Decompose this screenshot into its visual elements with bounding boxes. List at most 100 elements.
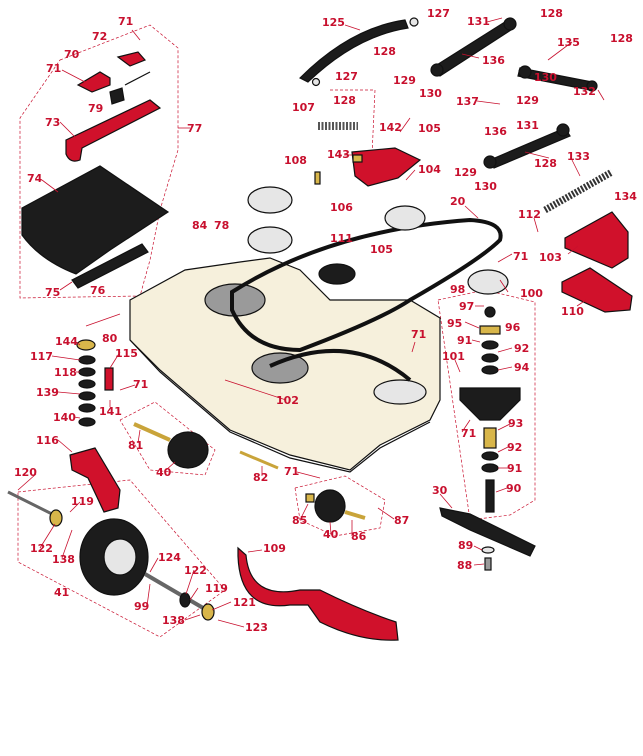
callout-106: 106 [330, 201, 353, 214]
pulley-98 [467, 269, 509, 295]
callout-139: 139 [36, 386, 59, 399]
callout-134: 134 [614, 190, 637, 203]
callout-74: 74 [27, 172, 43, 185]
callout-100: 100 [520, 287, 543, 300]
pulley-upper [247, 186, 293, 214]
callout-71: 71 [461, 427, 476, 440]
callout-71: 71 [118, 15, 133, 28]
callout-78: 78 [214, 219, 229, 232]
deck-bracket-73 [65, 99, 162, 162]
callout-127: 127 [427, 7, 450, 20]
callout-72: 72 [92, 30, 107, 43]
idler-arm-142 [351, 147, 422, 187]
callout-117: 117 [30, 350, 53, 363]
baffle-110 [561, 267, 633, 313]
callout-104: 104 [418, 163, 441, 176]
callout-118: 118 [54, 366, 77, 379]
callout-144: 144 [55, 335, 78, 348]
callout-labels: 71 72 70 71 79 73 77 74 75 76 125 127 12… [14, 7, 637, 634]
callout-108: 108 [284, 154, 307, 167]
caster-fork-116 [69, 447, 121, 513]
callout-71: 71 [133, 378, 148, 391]
callout-105: 105 [418, 122, 441, 135]
callout-135: 135 [557, 36, 580, 49]
callout-128: 128 [333, 94, 356, 107]
callout-130: 130 [534, 71, 557, 84]
callout-71: 71 [411, 328, 426, 341]
spindle-housing-93 [459, 387, 521, 421]
bolt-86 [344, 510, 366, 520]
callout-94: 94 [514, 361, 530, 374]
callout-130: 130 [474, 180, 497, 193]
callout-40: 40 [323, 528, 339, 541]
spindle-housing-center [251, 352, 309, 384]
washer-95 [479, 325, 501, 335]
callout-92: 92 [507, 441, 522, 454]
baffle-103 [564, 211, 629, 269]
callout-129: 129 [454, 166, 477, 179]
callout-103: 103 [539, 251, 562, 264]
pivot-rod [124, 71, 151, 86]
callout-138: 138 [52, 553, 75, 566]
left-caster-stack [7, 339, 215, 621]
blade-30 [439, 507, 536, 557]
callout-102: 102 [276, 394, 299, 407]
link-end-132 [586, 80, 598, 92]
callout-71: 71 [46, 62, 61, 75]
callout-130: 130 [419, 87, 442, 100]
callout-143: 143 [327, 148, 350, 161]
callout-70: 70 [64, 48, 80, 61]
callout-125: 125 [322, 16, 345, 29]
callout-136: 136 [482, 54, 505, 67]
callout-141: 141 [99, 405, 122, 418]
mower-deck [129, 217, 503, 473]
callout-123: 123 [245, 621, 268, 634]
callout-41: 41 [54, 586, 69, 599]
link-arm-136a [431, 19, 515, 77]
callout-131: 131 [467, 15, 490, 28]
callout-89: 89 [458, 539, 473, 552]
idler-pulley [384, 205, 426, 231]
callout-122: 122 [30, 542, 53, 555]
callout-96: 96 [505, 321, 521, 334]
callout-84: 84 [192, 219, 208, 232]
link-end-130c [483, 155, 497, 169]
upper-linkage [298, 17, 614, 214]
callout-81: 81 [128, 439, 143, 452]
callout-111: 111 [330, 232, 353, 245]
callout-80: 80 [102, 332, 118, 345]
upper-left-bracket-assembly [21, 51, 170, 289]
mount-bracket-72 [116, 51, 147, 67]
callout-77: 77 [187, 122, 202, 135]
callout-115: 115 [115, 347, 138, 360]
callout-131: 131 [516, 119, 539, 132]
callout-121: 121 [233, 596, 256, 609]
callout-97: 97 [459, 300, 474, 313]
callout-127: 127 [335, 70, 358, 83]
pivot-bracket-79 [109, 87, 125, 105]
spacer-93 [483, 427, 497, 449]
right-spindle-stack [439, 306, 536, 571]
callout-132: 132 [573, 85, 596, 98]
callout-116: 116 [36, 434, 59, 447]
callout-75: 75 [45, 286, 60, 299]
callout-92: 92 [514, 342, 529, 355]
callout-105: 105 [370, 243, 393, 256]
callout-30: 30 [432, 484, 448, 497]
callout-124: 124 [158, 551, 181, 564]
callout-138: 138 [162, 614, 185, 627]
callout-20: 20 [450, 195, 466, 208]
leader-lines [17, 17, 605, 628]
callout-137: 137 [456, 95, 479, 108]
washer-127b [311, 77, 321, 87]
callout-87: 87 [394, 514, 409, 527]
drive-belt-20 [230, 217, 503, 353]
callout-136: 136 [484, 125, 507, 138]
callout-85: 85 [292, 514, 307, 527]
callout-82: 82 [253, 471, 268, 484]
callout-107: 107 [292, 101, 315, 114]
callout-128: 128 [373, 45, 396, 58]
bushing-143 [352, 154, 363, 163]
deflector-109 [237, 546, 399, 641]
